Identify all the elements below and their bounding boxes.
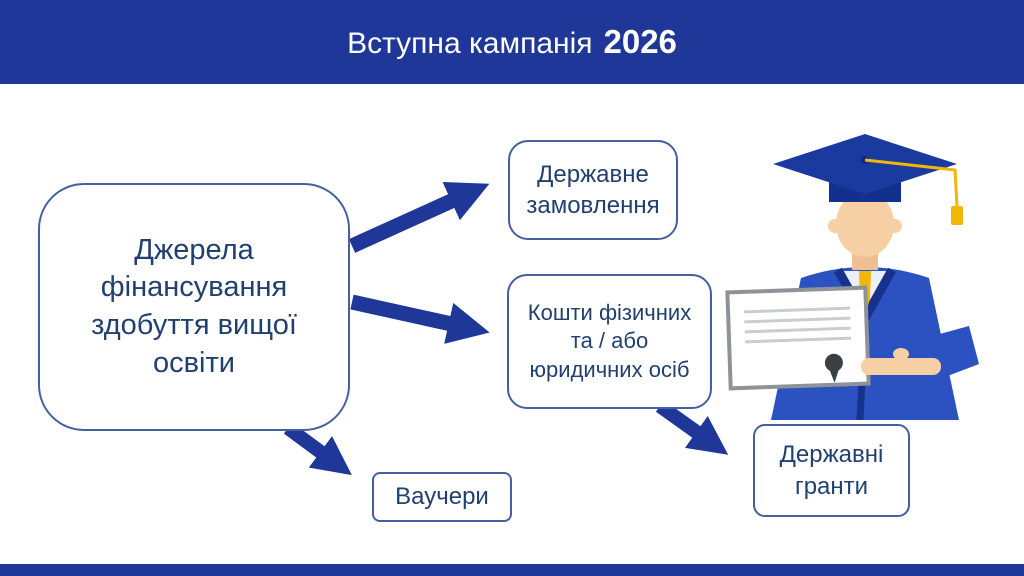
graduate-ear-right (888, 219, 902, 233)
certificate-seal (824, 353, 843, 372)
certificate-line (744, 316, 851, 324)
graduate-illustration (725, 134, 979, 420)
graduate-tassel (951, 206, 963, 225)
node-vouchers-label: Ваучери (395, 483, 489, 511)
graduate-thumb (893, 348, 909, 360)
page-title: Вступна кампанія 2026 (347, 23, 677, 61)
node-funding-sources: Джерела фінансування здобуття вищої осві… (38, 183, 350, 431)
graduate-tie (859, 271, 871, 318)
certificate-line (745, 336, 852, 344)
node-private-funds: Кошти фізичних та / або юридичних осіб (507, 274, 712, 409)
graduate-sleeve (925, 326, 979, 380)
graduate-gown-opening (856, 317, 869, 420)
graduate-neck (852, 242, 878, 270)
graduate-mortarboard (773, 134, 957, 194)
graduate-face (836, 191, 894, 257)
arrow-to-vouchers (283, 422, 352, 476)
graduate-pointing-hand (861, 358, 941, 375)
node-state-order: Державне замовлення (508, 140, 678, 240)
node-state-grants-label: Державні гранти (779, 441, 884, 500)
graduate-tassel-cord (864, 158, 959, 207)
graduate-shirt (839, 271, 891, 316)
graduate-cap-button (861, 156, 869, 164)
node-state-grants: Державні гранти (753, 424, 910, 517)
certificate-seal-ribbon (829, 368, 840, 383)
graduate-lapel (834, 267, 896, 328)
graduate-ear-left (828, 219, 842, 233)
page-title-text: Вступна кампанія (347, 27, 593, 60)
certificate (725, 285, 871, 391)
node-funding-sources-label: Джерела фінансування здобуття вищої осві… (91, 233, 297, 379)
arrow-to-state-order (348, 181, 490, 253)
footer-bar (0, 564, 1024, 576)
certificate-paper (725, 285, 871, 391)
arrow-to-private-funds (350, 294, 490, 344)
node-vouchers: Ваучери (372, 472, 512, 522)
node-state-order-label: Державне замовлення (526, 160, 660, 219)
arrow-to-state-grants (655, 400, 729, 455)
page-title-year: 2026 (603, 23, 677, 60)
certificate-line (744, 306, 851, 314)
certificate-line (744, 326, 851, 334)
header-bar: Вступна кампанія 2026 (0, 0, 1024, 84)
graduate-cap-base (829, 174, 901, 202)
node-private-funds-label: Кошти фізичних та / або юридичних осіб (527, 299, 692, 382)
graduate-gown (771, 267, 959, 420)
